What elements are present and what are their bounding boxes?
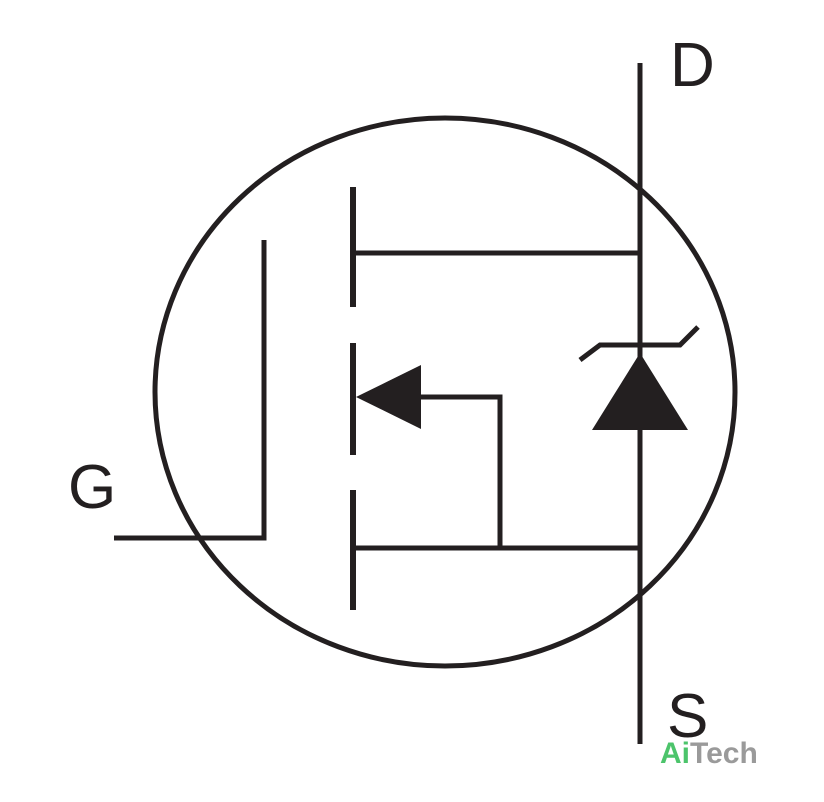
gate-lead: [114, 240, 267, 541]
body-diode-bar: [578, 325, 700, 362]
body-circle: [152, 115, 738, 669]
watermark-logo: AiTech: [660, 737, 758, 770]
watermark-rest: Tech: [690, 737, 758, 770]
source-label: S: [667, 682, 708, 751]
body-diode-triangle-icon: [592, 353, 688, 430]
watermark-accent: Ai: [660, 737, 690, 770]
channel-arrow-icon: [356, 365, 421, 429]
body-connection: [420, 394, 503, 548]
drain-label: D: [670, 31, 715, 100]
gate-label: G: [68, 453, 116, 522]
